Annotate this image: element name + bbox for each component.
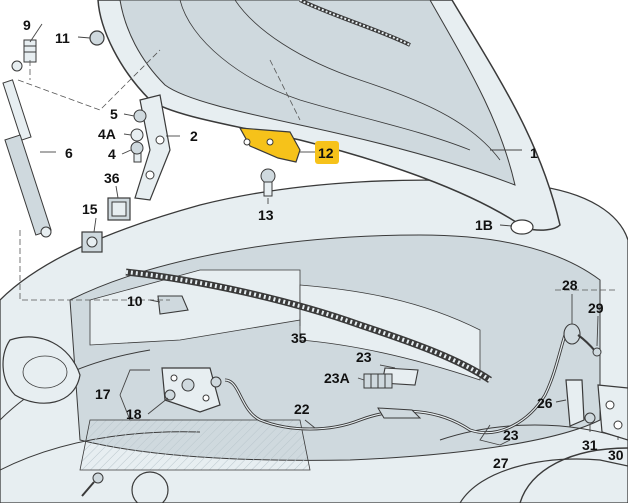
- seal-35: [125, 268, 492, 383]
- label-part-23-lower: 23: [503, 427, 519, 443]
- hood: [97, 0, 561, 235]
- label-part-11: 11: [55, 30, 70, 46]
- bracket-30: [597, 384, 628, 441]
- label-part-18: 18: [126, 406, 142, 422]
- label-part-22: 22: [294, 401, 310, 417]
- label-part-9: 9: [23, 17, 31, 33]
- label-part-27: 27: [493, 455, 509, 471]
- label-part-23-upper: 23: [356, 349, 372, 365]
- label-part-35: 35: [291, 330, 307, 346]
- release-cable: [224, 334, 567, 435]
- label-part-15: 15: [82, 201, 98, 217]
- car-body: [0, 179, 628, 503]
- release-handle-26: [565, 379, 585, 427]
- label-part-17: 17: [95, 386, 111, 402]
- bolts-18: [164, 376, 222, 401]
- screws-hinge: [130, 109, 147, 163]
- center-lines: [17, 49, 615, 301]
- label-part-4a: 4A: [98, 126, 116, 142]
- leader-lines: [29, 23, 619, 446]
- clip-23a: [363, 373, 393, 389]
- label-part-1b: 1B: [475, 217, 493, 233]
- ball-stud-9: [23, 39, 37, 63]
- screw-31: [584, 412, 596, 424]
- label-part-1: 1: [530, 145, 538, 161]
- label-part-23a: 23A: [324, 370, 350, 386]
- grommet-28: [563, 323, 581, 345]
- label-part-13: 13: [258, 207, 274, 223]
- part-labels: 9 11 6 5 4A 4 2 36 15 12 13 1 1B 10 35 2…: [23, 17, 624, 471]
- nut-11: [89, 30, 105, 46]
- bolt-13: [260, 168, 276, 197]
- label-part-36: 36: [104, 170, 120, 186]
- label-part-12: 12: [318, 145, 334, 161]
- highlight-box-12: [315, 141, 339, 164]
- label-part-28: 28: [562, 277, 578, 293]
- striker-12: [238, 127, 301, 163]
- cable-end-29: [577, 334, 602, 357]
- hinge-2: [134, 94, 171, 201]
- lock-17: [161, 367, 221, 413]
- label-part-29: 29: [588, 300, 604, 316]
- clip-10: [157, 295, 189, 315]
- label-part-4: 4: [108, 146, 116, 162]
- label-part-5: 5: [110, 106, 118, 122]
- gas-strut: [2, 60, 52, 238]
- label-part-6: 6: [65, 145, 73, 161]
- label-part-30: 30: [608, 447, 624, 463]
- buffer-36: [107, 197, 131, 221]
- screw-bottom: [81, 472, 104, 497]
- label-part-26: 26: [537, 395, 553, 411]
- buffer-15: [81, 231, 103, 253]
- label-part-31: 31: [582, 437, 598, 453]
- label-part-10: 10: [127, 293, 143, 309]
- label-part-2: 2: [190, 128, 198, 144]
